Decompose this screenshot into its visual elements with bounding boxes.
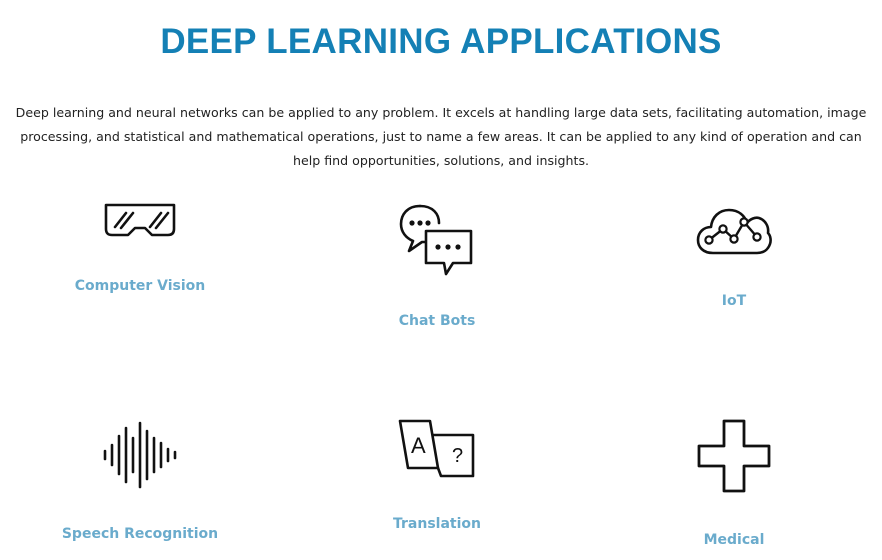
app-label-computer-vision: Computer Vision xyxy=(74,278,206,294)
app-item-medical: Medical xyxy=(654,415,814,555)
translation-icon: A ? xyxy=(398,419,475,478)
intro-paragraph: Deep learning and neural networks can be… xyxy=(15,105,867,168)
svg-text:?: ? xyxy=(452,445,463,467)
medical-cross-icon xyxy=(697,419,771,493)
sound-wave-icon xyxy=(103,421,177,489)
cloud-network-icon xyxy=(696,208,772,255)
app-label-iot: IoT xyxy=(721,293,747,309)
app-item-speech-recognition: Speech Recognition xyxy=(60,415,220,555)
app-label-medical: Medical xyxy=(703,532,765,548)
app-item-iot: IoT xyxy=(654,195,814,315)
app-item-chat-bots: Chat Bots xyxy=(357,195,517,335)
page-title: DEEP LEARNING APPLICATIONS xyxy=(160,22,722,61)
app-label-translation: Translation xyxy=(393,516,481,532)
svg-text:A: A xyxy=(411,433,426,458)
vr-goggles-icon xyxy=(104,203,176,237)
app-label-chat-bots: Chat Bots xyxy=(398,313,476,329)
app-item-computer-vision: Computer Vision xyxy=(60,195,220,305)
chat-bubbles-icon xyxy=(399,204,473,276)
app-item-translation: A ? Translation xyxy=(357,415,517,545)
app-label-speech-recognition: Speech Recognition xyxy=(61,526,219,542)
